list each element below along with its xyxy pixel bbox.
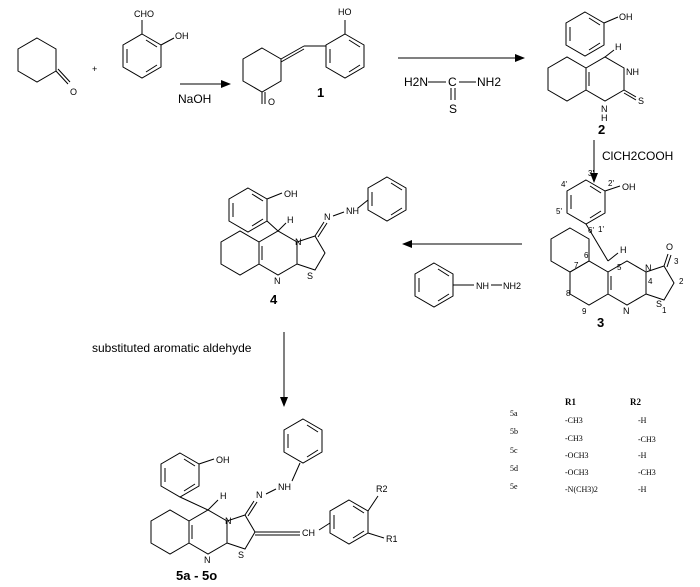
compound-5-n-bottom: N [204,555,211,565]
compound-2-structure: OH H NH N H S [547,11,644,123]
thiourea-nh2: NH2 [477,75,501,89]
table-row-r2: -H [638,451,647,460]
compound-4-h: H [287,215,294,225]
compound-5-r2: R2 [376,484,388,494]
locant-1: 1 [662,306,667,315]
compound-3-n-bottom: N [623,306,630,316]
locant-6: 6 [584,251,589,260]
phenylhydrazine-nh2: NH2 [503,281,521,291]
compound-1-structure: O HO [242,7,365,107]
compound-3-locants: 1 2 3 4 5 6 7 8 9 1' 2' 3' 4' 5' 6' [556,169,684,316]
compound-3-n: N [645,263,652,273]
substituent-table: R1 R2 5a -CH3 -H 5b -CH3 -CH3 5c -OCH3 -… [510,397,656,494]
salicylaldehyde-cho: CHO [134,9,154,19]
table-row-r1: -CH3 [565,434,583,443]
locant-7: 7 [574,261,579,270]
cyclohexanone-oxygen: O [70,87,77,97]
locant-4: 4 [648,277,653,286]
locant-8: 8 [566,289,571,298]
compound-4-sulfur: S [307,271,313,281]
locant-9: 9 [582,307,587,316]
table-row-id: 5d [510,464,518,473]
compound-2-h: H [615,42,622,52]
step5-reagent: substituted aromatic aldehyde [92,341,252,355]
locant-5: 5 [617,263,622,272]
compound-2-nh-top: NH [626,67,639,77]
compound-5-structure: OH H N N S N NH CH R2 R1 [150,418,398,565]
locant-3-prime: 3' [588,169,594,178]
phenylhydrazine-reagent: NH NH2 [414,262,521,308]
locant-4-prime: 4' [561,180,567,189]
compound-2-sulfur: S [638,96,644,106]
table-row-r2: -CH3 [638,468,656,477]
compound-2-n-bottom-h: H [601,113,608,123]
step3-reagent: ClCH2COOH [602,149,673,163]
compound-1-oxygen: O [268,97,275,107]
compound-5-hydroxyl: OH [216,455,230,465]
table-row-id: 5e [510,482,518,491]
compound-2-n-bottom: N [601,104,608,114]
compound-3-structure: O OH H N N S 1 2 3 4 5 6 7 8 9 1' 2' 3' … [550,169,684,316]
compound-2-hydroxyl: OH [619,12,633,22]
thiourea-c: C [448,75,457,89]
locant-2: 2 [679,277,684,286]
compound-5-hydrazone-n: N [256,490,263,500]
table-row-r1: -N(CH3)2 [565,485,598,494]
table-row-r2: -CH3 [638,435,656,444]
salicylaldehyde-structure: CHO OH [122,9,189,79]
compound-5-label: 5a - 5o [176,568,217,583]
compound-4-hydrazone-nh: NH [346,206,359,216]
table-row-id: 5a [510,409,518,418]
compound-5-ch: CH [302,528,315,538]
locant-2-prime: 2' [608,179,614,188]
compound-5-h: H [220,491,227,501]
compound-3-hydroxyl: OH [622,182,636,192]
phenylhydrazine-nh: NH [476,281,489,291]
table-row-r2: -H [638,485,647,494]
table-row-r1: -CH3 [565,416,583,425]
compound-4-n: N [295,237,302,247]
locant-3: 3 [674,257,679,266]
table-row-id: 5c [510,446,518,455]
thiourea-reagent: H2N C NH2 S [404,75,501,116]
compound-4-hydrazone-n: N [324,212,331,222]
locant-6-prime: 6' [588,226,594,235]
table-header-r2: R2 [630,397,641,407]
table-header-r1: R1 [565,397,576,407]
thiourea-h2n: H2N [404,75,428,89]
locant-5-prime: 5' [556,207,562,216]
compound-4-n-bottom: N [274,276,281,286]
compound-4-structure: OH H N N S N NH [220,176,407,286]
table-row-id: 5b [510,427,518,436]
locant-1-prime: 1' [598,225,604,234]
compound-1-label: 1 [317,85,324,100]
compound-3-oxygen: O [666,242,673,252]
compound-4-hydroxyl: OH [284,189,298,199]
table-row-r2: -H [638,416,647,425]
compound-3-label: 3 [597,315,604,330]
compound-5-sulfur: S [238,550,244,560]
table-row-r1: -OCH3 [565,468,589,477]
cyclohexanone-structure: O [17,37,77,97]
salicylaldehyde-oh: OH [175,31,189,41]
compound-1-hydroxyl: HO [338,7,352,17]
compound-5-hydrazone-nh: NH [278,482,291,492]
plus-sign: + [92,64,97,74]
compound-5-n: N [225,516,232,526]
compound-3-sulfur: S [656,299,662,309]
compound-5-r1: R1 [386,534,398,544]
thiourea-s: S [449,102,457,116]
compound-3-h: H [620,245,627,255]
step1-reagent: NaOH [178,92,211,106]
compound-4-label: 4 [270,292,278,307]
compound-2-label: 2 [598,122,605,137]
table-row-r1: -OCH3 [565,451,589,460]
